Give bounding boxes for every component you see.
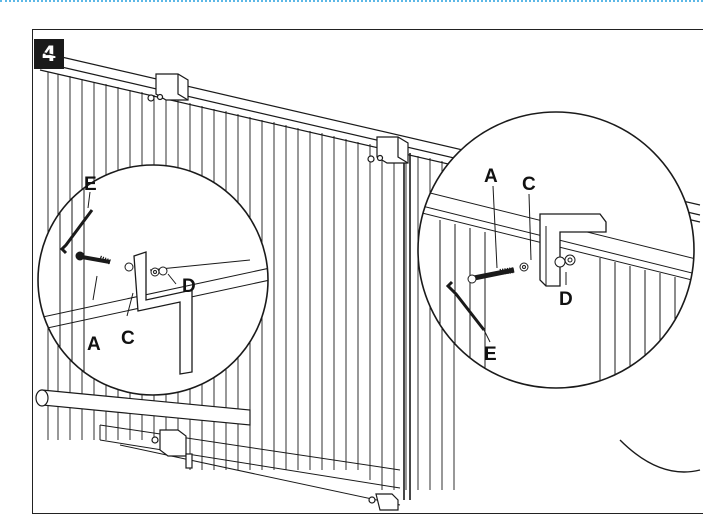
top-bracket-left — [147, 73, 189, 102]
callout-left-D: D — [182, 276, 196, 297]
top-dotted-rule — [0, 0, 703, 2]
right-detail-magnifier: A C D E — [417, 111, 695, 389]
callout-left-A: A — [87, 334, 101, 355]
bottom-rail — [35, 389, 251, 426]
figure-frame — [32, 29, 703, 514]
bottom-bracket — [151, 429, 399, 511]
callout-right-C: C — [522, 174, 536, 195]
callout-left-C: C — [121, 328, 135, 349]
top-bracket-right — [367, 136, 409, 164]
left-detail-magnifier: E A C D — [37, 164, 269, 396]
callout-right-A: A — [484, 166, 498, 187]
callout-right-E: E — [484, 344, 497, 365]
callout-left-E: E — [84, 174, 97, 195]
callout-right-D: D — [559, 289, 573, 310]
